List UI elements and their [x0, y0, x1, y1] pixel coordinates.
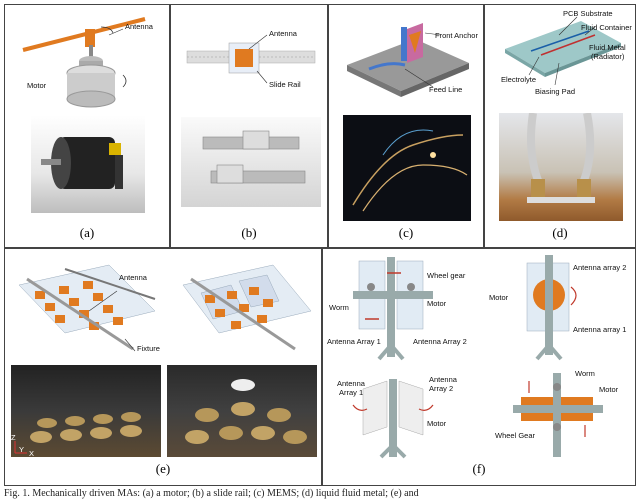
antenna-array-1b-label: Antenna array 1 — [573, 325, 627, 334]
motor-4-label: Motor — [599, 385, 619, 394]
front-anchor-label: Front Anchor — [435, 31, 478, 40]
antenna-array-1-label: Antenna Array 1 — [327, 337, 381, 346]
antenna-array-l2-label: Array 1 — [339, 388, 364, 397]
antenna-array-r2-label: Array 2 — [429, 384, 454, 393]
feed-line-label: Feed Line — [429, 85, 463, 94]
anechoic-photo-right — [167, 365, 317, 457]
caption-a: (a) — [79, 225, 95, 240]
motor-label: Motor — [427, 299, 447, 308]
caption-c: (c) — [398, 225, 414, 240]
anechoic-photo-left: Z Y X — [11, 365, 161, 457]
wheel-gear-2-label: Wheel Gear — [495, 431, 536, 440]
radiator-label: (Radiator) — [591, 52, 625, 61]
axis-y-label: Y — [19, 445, 25, 454]
antenna-array-r1-label: Antenna — [429, 375, 457, 384]
motor-diagram — [22, 17, 146, 108]
panel-a: Antenna Motor (a) — [4, 4, 170, 248]
caption-b: (b) — [241, 225, 257, 240]
antenna-label: Antenna — [119, 273, 147, 282]
panel-f: Wheel gear Worm Motor Antenna Array 1 An… — [322, 248, 636, 486]
motor-label: Motor — [27, 81, 47, 90]
slide-rail-diagram — [186, 34, 316, 84]
biasing-pad-label: Biasing Pad — [535, 87, 576, 96]
antenna-array-2b-label: Antenna array 2 — [573, 263, 627, 272]
motor-photo — [31, 115, 145, 213]
antenna-array-2-label: Antenna Array 2 — [413, 337, 467, 346]
axis-x-label: X — [29, 449, 35, 457]
antenna-array-l1-label: Antenna — [337, 379, 365, 388]
caption-e: (e) — [155, 461, 171, 476]
panel-b: Antenna Slide Rail (b) — [170, 4, 328, 248]
worm-label: Worm — [329, 303, 349, 312]
caption-d: (d) — [552, 225, 568, 240]
mems-photo — [343, 115, 471, 221]
fluid-metal-diagram — [505, 16, 621, 86]
worm-gear-diagrams — [352, 255, 603, 459]
slide-rail-photo — [181, 117, 321, 207]
fluid-container-label: Fluid Container — [581, 23, 632, 32]
pcb-label: PCB Substrate — [563, 9, 613, 18]
fixture-label: Fixture — [137, 344, 160, 353]
fixture-diagram — [18, 264, 312, 352]
panel-d: PCB Substrate Fluid Container Fluid Meta… — [484, 4, 636, 248]
worm-2-label: Worm — [575, 369, 595, 378]
slide-rail-label: Slide Rail — [269, 80, 301, 89]
motor-3-label: Motor — [427, 419, 447, 428]
panel-e: Antenna Fixture Z Y X (e) — [4, 248, 322, 486]
antenna-label: Antenna — [125, 22, 153, 31]
antenna-label: Antenna — [269, 29, 297, 38]
electrolyte-label: Electrolyte — [501, 75, 537, 84]
fluid-metal-label: Fluid Metal — [589, 43, 626, 52]
motor-2-label: Motor — [489, 293, 509, 302]
figure-caption: Fig. 1. Mechanically driven MAs: (a) a m… — [4, 488, 419, 499]
fluid-metal-photo — [499, 113, 623, 221]
caption-f: (f) — [472, 461, 486, 476]
wheel-gear-label: Wheel gear — [427, 271, 466, 280]
axis-z-label: Z — [11, 433, 16, 442]
mems-diagram — [347, 23, 469, 97]
panel-c: Front Anchor Feed Line (c) — [328, 4, 484, 248]
